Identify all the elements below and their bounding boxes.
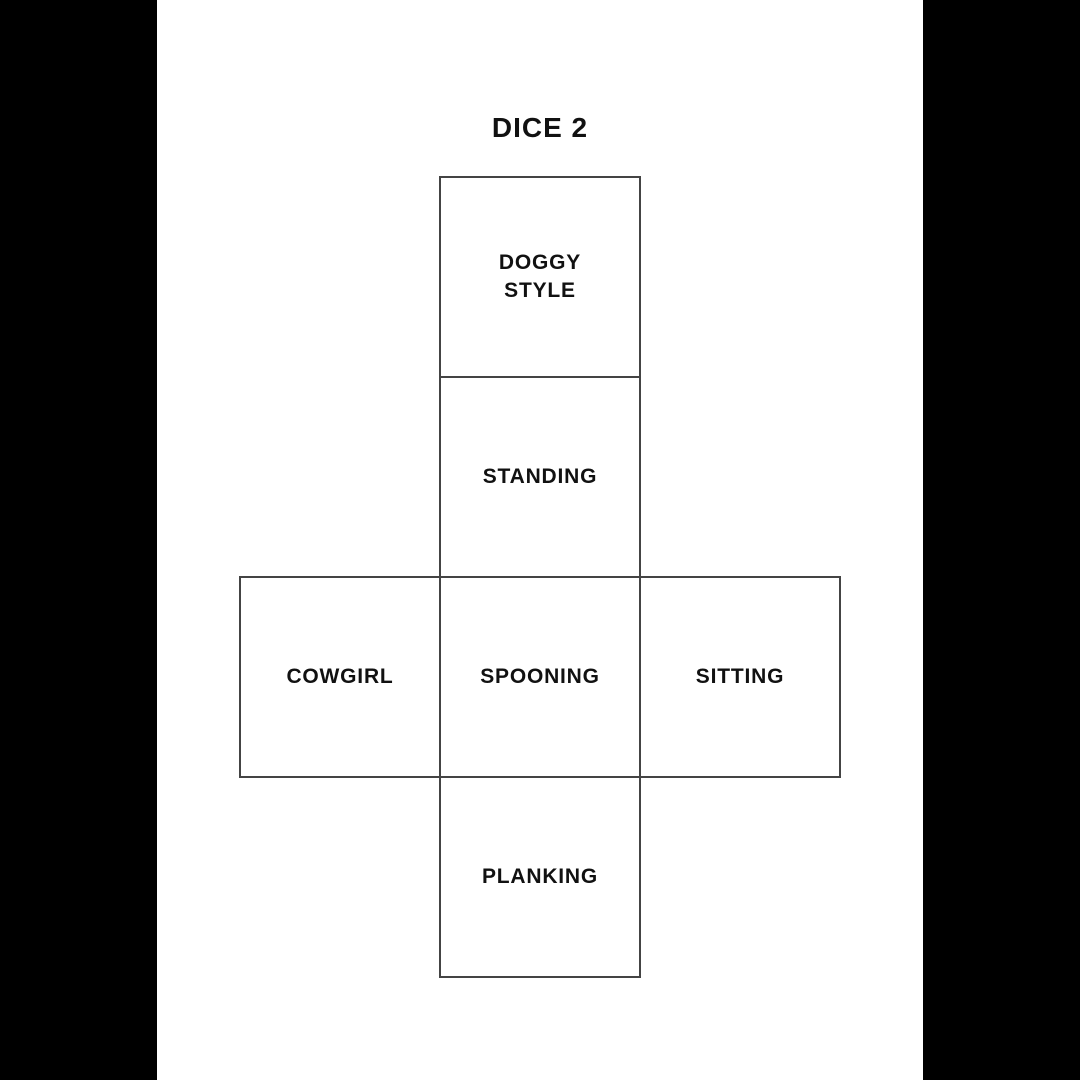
- die-face-label: PLANKING: [481, 865, 599, 888]
- die-face-bottom: PLANKING: [439, 776, 641, 978]
- die-face-top: DOGGY STYLE: [439, 176, 641, 378]
- page-title: DICE 2: [491, 112, 589, 143]
- die-face-label: SPOONING: [480, 665, 600, 688]
- left-pillarbox-bar: [0, 0, 157, 1080]
- die-face-right: SITTING: [639, 576, 841, 778]
- right-pillarbox-bar: [923, 0, 1080, 1080]
- die-face-upper-middle: STANDING: [439, 376, 641, 578]
- die-face-left: COWGIRL: [239, 576, 441, 778]
- die-face-label: STANDING: [482, 465, 598, 488]
- die-face-center: SPOONING: [439, 576, 641, 778]
- die-face-label: DOGGY STYLE: [498, 251, 582, 302]
- die-face-label: SITTING: [695, 665, 785, 688]
- die-face-label: COWGIRL: [286, 665, 394, 688]
